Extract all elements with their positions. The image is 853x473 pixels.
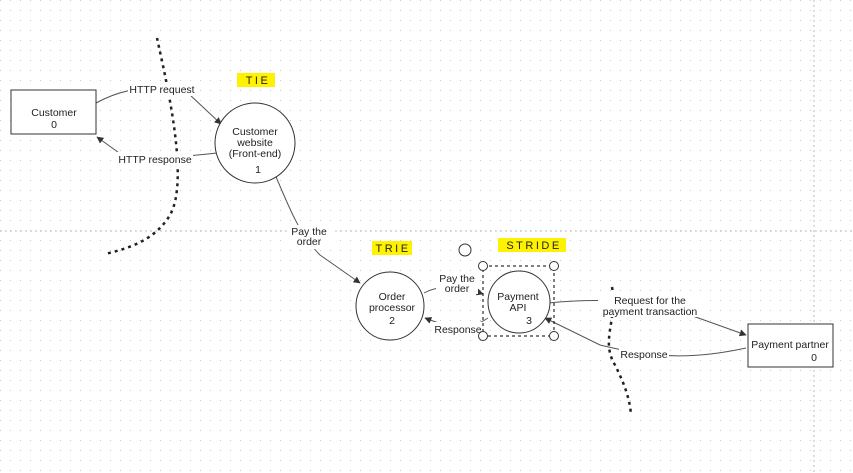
edge-label-pay-the-order-2: Pay the order bbox=[436, 272, 478, 295]
customer-name: Customer bbox=[31, 107, 77, 119]
edge-response-payment-partner[interactable] bbox=[544, 317, 747, 357]
resize-handle-bottom-right[interactable] bbox=[549, 331, 559, 341]
edge-label-request-payment: Request for the payment transaction bbox=[598, 293, 702, 318]
edge-pay-the-order-1[interactable] bbox=[273, 171, 361, 284]
threat-tag-payment-api[interactable]: STRIDE bbox=[498, 238, 566, 252]
svg-text:1: 1 bbox=[255, 164, 261, 176]
svg-text:order: order bbox=[445, 283, 470, 295]
customer-id: 0 bbox=[51, 119, 57, 131]
trust-boundary-left[interactable] bbox=[104, 37, 179, 256]
edge-label-http-request: HTTP request bbox=[128, 82, 196, 96]
svg-text:order: order bbox=[297, 236, 322, 248]
svg-text:Response: Response bbox=[434, 324, 481, 336]
payment-partner-id: 0 bbox=[811, 352, 817, 364]
process-customer-website[interactable]: Customer website (Front-end) 1 bbox=[214, 102, 296, 184]
resize-handle-bottom-left[interactable] bbox=[478, 331, 488, 341]
threat-tag-order-processor[interactable]: TRIE bbox=[372, 241, 412, 255]
external-entity-payment-partner[interactable]: Payment partner 0 bbox=[747, 323, 834, 368]
svg-text:Payment: Payment bbox=[497, 291, 539, 303]
edge-label-response-payment-partner: Response bbox=[619, 347, 669, 361]
svg-text:(Front-end): (Front-end) bbox=[229, 148, 282, 160]
svg-text:Order: Order bbox=[379, 291, 406, 303]
resize-handle-top-left[interactable] bbox=[478, 261, 488, 271]
svg-text:Pay the: Pay the bbox=[439, 273, 475, 285]
svg-text:processor: processor bbox=[369, 302, 416, 314]
svg-text:TIE: TIE bbox=[246, 75, 271, 87]
svg-text:TRIE: TRIE bbox=[375, 243, 410, 255]
edge-label-pay-the-order-1: Pay the order bbox=[288, 225, 332, 249]
svg-text:2: 2 bbox=[389, 315, 395, 327]
svg-text:HTTP response: HTTP response bbox=[118, 154, 191, 166]
rotate-handle[interactable] bbox=[458, 243, 472, 257]
svg-text:STRIDE: STRIDE bbox=[506, 240, 561, 252]
svg-text:Pay the: Pay the bbox=[291, 226, 327, 238]
svg-text:HTTP request: HTTP request bbox=[129, 84, 194, 96]
payment-partner-name: Payment partner bbox=[751, 339, 829, 351]
svg-text:Request for the: Request for the bbox=[614, 295, 686, 307]
edge-label-http-response: HTTP response bbox=[117, 152, 193, 166]
svg-text:3: 3 bbox=[526, 315, 532, 327]
svg-text:Response: Response bbox=[620, 349, 667, 361]
threat-tag-website[interactable]: TIE bbox=[237, 73, 275, 87]
resize-handle-top-right[interactable] bbox=[549, 261, 559, 271]
svg-text:API: API bbox=[510, 302, 527, 314]
process-order-processor[interactable]: Order processor 2 bbox=[355, 271, 425, 341]
svg-text:Customer: Customer bbox=[232, 126, 278, 138]
svg-text:payment transaction: payment transaction bbox=[603, 306, 698, 318]
external-entity-customer[interactable]: Customer 0 bbox=[10, 89, 97, 135]
process-payment-api[interactable]: Payment API 3 bbox=[487, 270, 551, 334]
selection-box-payment-api[interactable] bbox=[478, 261, 559, 341]
svg-text:website: website bbox=[236, 137, 273, 149]
edge-label-response-order-processor: Response bbox=[433, 322, 483, 336]
